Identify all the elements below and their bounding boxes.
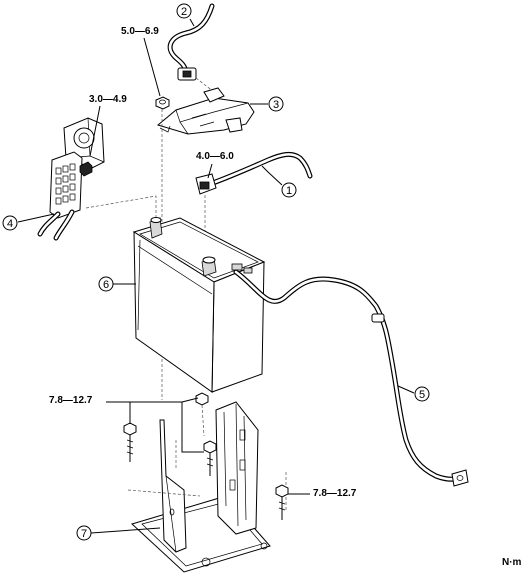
tray-bolt-left-1 [123,422,137,462]
torque-label-negative-clamp: 4.0—6.0 [196,151,234,162]
battery-negative-post [201,256,217,277]
positive-terminal-cover-3 [156,87,255,135]
svg-text:3: 3 [273,99,279,111]
battery-positive-post [149,217,163,239]
callout-6: 6 [98,276,114,292]
svg-text:6: 6 [103,279,109,291]
battery-6 [132,217,266,393]
torque-label-tray-bolts-left: 7.8—12.7 [49,395,93,406]
svg-text:2: 2 [181,6,187,18]
fuse-block-4 [37,117,157,241]
callout-2: 2 [176,3,192,19]
callout-leaders [17,18,415,534]
cable-5 [233,269,469,487]
callout-7: 7 [76,525,92,541]
callout-1: 1 [281,182,297,198]
svg-text:1: 1 [286,185,292,197]
svg-text:5: 5 [419,389,425,401]
svg-text:7: 7 [81,528,87,540]
tray-bolt-rear [195,392,209,437]
callout-3: 3 [268,96,284,112]
torque-label-positive-clamp: 3.0—4.9 [89,94,127,105]
tray-bolt-left-2 [203,440,217,476]
negative-cable-1 [195,151,313,258]
battery-tray-7 [127,401,287,573]
torque-label-tray-bolt-right: 7.8—12.7 [313,488,357,499]
torque-label-ground-nut: 5.0—6.9 [121,26,159,37]
torque-leaders [89,37,310,495]
cable-2 [167,3,215,93]
svg-text:4: 4 [7,218,13,230]
callout-5: 5 [414,386,430,402]
callout-4: 4 [2,215,18,231]
torque-unit-label: N·m [502,557,522,568]
